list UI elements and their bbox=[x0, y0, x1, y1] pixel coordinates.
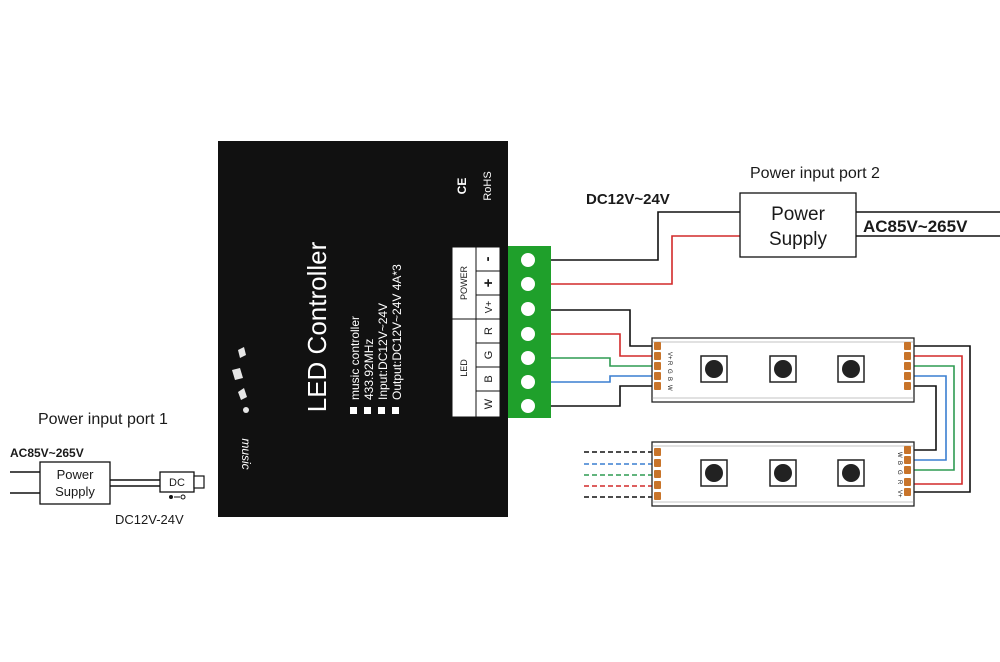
port-2-label: Power input port 2 bbox=[750, 165, 880, 182]
terminal-screw bbox=[521, 302, 535, 316]
pin-minus: - bbox=[479, 257, 496, 262]
wire-g bbox=[540, 357, 656, 367]
strip-2-left-pads bbox=[654, 448, 661, 500]
wire-r bbox=[540, 333, 656, 357]
dc-jack: DC bbox=[159, 471, 205, 500]
led-controller: music LED Controller music controller 43… bbox=[218, 141, 508, 517]
strip-2-pin-labels: W B G R V+ bbox=[896, 452, 902, 498]
terminal-screw bbox=[521, 277, 535, 291]
port-1-label: Power input port 1 bbox=[38, 411, 168, 428]
pin-r: R bbox=[483, 327, 495, 335]
terminal-screw bbox=[521, 375, 535, 389]
feature-2: 433.92MHz bbox=[362, 339, 376, 400]
pin-vplus: V+ bbox=[484, 301, 495, 314]
strip-2-right-pads bbox=[904, 446, 911, 496]
led-chip bbox=[700, 459, 728, 487]
pin-w: W bbox=[483, 398, 495, 409]
pin-plus: + bbox=[480, 278, 497, 287]
supply-2-line2: Supply bbox=[769, 229, 828, 250]
power-wire-negative bbox=[540, 211, 740, 261]
feature-4: Output:DC12V~24V 4A*3 bbox=[390, 264, 404, 400]
rohs-mark: RoHS bbox=[482, 171, 494, 200]
strip-2-label-vplus: V+ bbox=[896, 490, 902, 498]
strip-2-label-b: B bbox=[896, 461, 902, 465]
strip-2-label-r: R bbox=[896, 480, 902, 485]
supply-1-line1: Power bbox=[57, 467, 95, 482]
pin-label-grid: POWER LED - + V+ R G B W bbox=[451, 246, 501, 418]
strip-2-label-g: G bbox=[896, 470, 902, 475]
strip-1-label-r: R bbox=[666, 361, 672, 366]
strip-1-label-w: W bbox=[666, 385, 672, 391]
dc-jack-label: DC bbox=[169, 477, 185, 489]
feature-list: music controller 433.92MHz Input:DC12V~2… bbox=[348, 264, 404, 414]
led-chip bbox=[769, 459, 797, 487]
led-header: LED bbox=[459, 359, 469, 377]
continuation-wires bbox=[584, 451, 656, 498]
power-supply-2: Power input port 2 DC12V~24V Power Suppl… bbox=[586, 165, 968, 258]
ac-label-left: AC85V~265V bbox=[10, 446, 84, 460]
link-wires bbox=[912, 345, 971, 493]
pin-g: G bbox=[483, 351, 495, 360]
dc-label-right: DC12V~24V bbox=[586, 191, 670, 208]
led-wires bbox=[540, 309, 656, 407]
strip-1-input-pads bbox=[654, 342, 661, 390]
led-strip-1: V+ R G B W bbox=[651, 337, 915, 403]
terminal-screw bbox=[521, 399, 535, 413]
wire-vplus bbox=[540, 309, 656, 347]
ce-mark: CE bbox=[455, 178, 469, 195]
terminal-screw bbox=[521, 253, 535, 267]
supply-2-line1: Power bbox=[771, 204, 826, 225]
music-logo bbox=[232, 347, 249, 413]
wire-b bbox=[540, 375, 656, 383]
led-strip-2: W B G R V+ bbox=[651, 441, 915, 507]
power-wire-positive bbox=[540, 235, 740, 285]
controller-title: LED Controller bbox=[302, 241, 332, 412]
led-chip bbox=[769, 355, 797, 383]
strip-2-label-w: W bbox=[896, 452, 902, 458]
strip-1-leds bbox=[700, 355, 865, 383]
feature-3: Input:DC12V~24V bbox=[376, 303, 390, 400]
led-chip bbox=[837, 459, 865, 487]
pin-b: B bbox=[483, 375, 495, 382]
terminal-screw bbox=[521, 351, 535, 365]
power-supply-1: Power input port 1 AC85V~265V Power Supp… bbox=[10, 411, 205, 527]
terminal-block bbox=[508, 246, 551, 418]
led-chip bbox=[837, 355, 865, 383]
power-wires bbox=[540, 211, 1000, 285]
strip-1-output-pads bbox=[904, 342, 911, 390]
supply-1-line2: Supply bbox=[55, 484, 95, 499]
led-chip bbox=[700, 355, 728, 383]
feature-1: music controller bbox=[348, 316, 362, 400]
ac-label-right: AC85V~265V bbox=[863, 217, 968, 236]
wire-w bbox=[540, 385, 656, 407]
power-header: POWER bbox=[459, 266, 469, 301]
strip-1-label-g: G bbox=[666, 369, 672, 374]
strip-1-label-vplus: V+ bbox=[666, 352, 672, 360]
terminal-screw bbox=[521, 327, 535, 341]
strip-1-pin-labels: V+ R G B W bbox=[666, 352, 672, 391]
strip-2-leds bbox=[700, 459, 865, 487]
strip-1-label-b: B bbox=[666, 377, 672, 381]
brand-label: music bbox=[239, 438, 253, 469]
dc-label-left: DC12V-24V bbox=[115, 512, 184, 527]
